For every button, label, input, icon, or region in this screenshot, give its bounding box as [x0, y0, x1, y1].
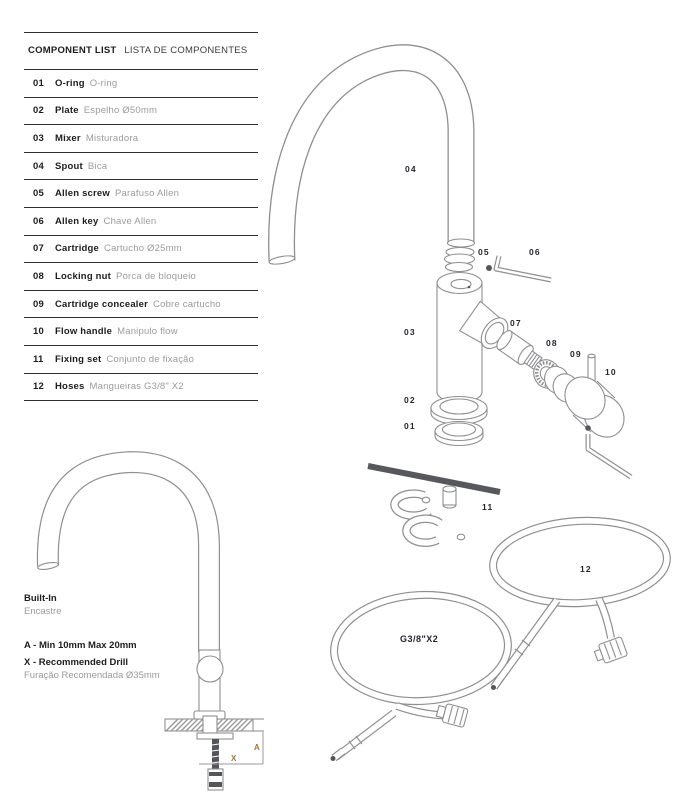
part-number: 08 — [33, 270, 44, 282]
part-name-en: Spout — [55, 160, 83, 172]
part-number: 02 — [33, 105, 44, 117]
part-name-en: Cartridge concealer — [55, 298, 149, 310]
part-label-03: 03 — [404, 327, 416, 337]
allen-key-drawing — [493, 255, 552, 283]
hose-left-drawing — [330, 590, 512, 762]
part-name-pt: Bica — [87, 160, 108, 172]
part-number: 03 — [33, 132, 44, 144]
dimension-a-note: A - Min 10mm Max 20mm — [24, 640, 137, 651]
part-name-en: Flow handle — [55, 326, 113, 338]
part-name-en: Locking nut — [55, 270, 112, 282]
allen-screw-drawing — [486, 265, 492, 271]
component-list-title-pt: LISTA DE COMPONENTES — [124, 45, 248, 56]
part-name-en: O-ring — [55, 77, 85, 89]
spout-drawing — [268, 44, 476, 265]
cartridge-drawing — [458, 300, 551, 375]
part-number: 07 — [33, 243, 44, 255]
o-ring-drawing — [434, 420, 484, 447]
dimension-label-x: X — [231, 754, 237, 763]
component-row: 01 O-ring O-ring — [24, 69, 258, 97]
part-label-07: 07 — [510, 318, 522, 328]
hose-right-drawing — [489, 516, 671, 690]
part-name-en: Fixing set — [55, 353, 102, 365]
part-name-pt: Chave Allen — [103, 215, 157, 227]
part-number: 11 — [33, 353, 44, 365]
part-number: 06 — [33, 215, 44, 227]
component-row: 03 Mixer Misturadora — [24, 124, 258, 152]
component-list-title: COMPONENT LIST LISTA DE COMPONENTES — [28, 44, 258, 58]
part-name-en: Plate — [55, 105, 79, 117]
part-labels: 04 05 06 03 07 08 09 10 02 01 11 12 G3/8… — [231, 164, 617, 763]
component-row: 12 Hoses Mangueiras G3/8" X2 — [24, 372, 258, 402]
part-name-pt: Espelho Ø50mm — [83, 105, 158, 117]
part-label-10: 10 — [605, 367, 617, 377]
part-label-12: 12 — [580, 564, 592, 574]
part-label-05: 05 — [478, 247, 490, 257]
handle-allen-key-drawing — [585, 434, 633, 480]
part-name-pt: O-ring — [89, 77, 118, 89]
part-name-en: Mixer — [55, 132, 81, 144]
component-list-rows: 01 O-ring O-ring 02 Plate Espelho Ø50mm … — [24, 69, 258, 402]
plate-drawing — [430, 395, 488, 426]
part-name-en: Cartridge — [55, 243, 100, 255]
component-list-title-en: COMPONENT LIST — [28, 45, 117, 56]
built-in-title-en: Built-In — [24, 593, 57, 604]
part-name-pt: Misturadora — [85, 132, 139, 144]
built-in-title-pt: Encastre — [24, 606, 62, 617]
dimension-x-note-pt: Furação Recomendada Ø35mm — [24, 670, 160, 681]
part-number: 04 — [33, 160, 44, 172]
part-name-pt: Manipulo flow — [117, 326, 178, 338]
part-label-01: 01 — [404, 421, 416, 431]
component-row: 07 Cartridge Cartucho Ø25mm — [24, 234, 258, 263]
part-label-08: 08 — [546, 338, 558, 348]
part-number: 10 — [33, 326, 44, 338]
dimension-lines — [199, 732, 264, 765]
component-row: 04 Spout Bica — [24, 151, 258, 180]
part-number: 01 — [33, 77, 44, 89]
flow-handle-drawing — [564, 353, 625, 438]
component-row: 06 Allen key Chave Allen — [24, 206, 258, 235]
dimension-x-note: X - Recommended Drill — [24, 657, 128, 668]
component-row: 08 Locking nut Porca de bloqueio — [24, 262, 258, 290]
component-row: 10 Flow handle Manipulo flow — [24, 317, 258, 345]
component-list-panel: COMPONENT LIST LISTA DE COMPONENTES 01 O… — [24, 32, 258, 402]
part-label-06: 06 — [529, 247, 541, 257]
part-label-02: 02 — [404, 395, 416, 405]
dimension-label-a: A — [254, 743, 260, 752]
spout-connector-rings — [443, 246, 476, 273]
part-name-en: Allen key — [55, 215, 99, 227]
component-row: 02 Plate Espelho Ø50mm — [24, 96, 258, 125]
part-name-pt: Cartucho Ø25mm — [104, 243, 182, 255]
part-name-pt: Cobre cartucho — [153, 298, 221, 310]
top-rule — [24, 32, 258, 33]
part-name-pt: Conjunto de fixação — [106, 353, 195, 365]
part-label-09: 09 — [570, 349, 582, 359]
part-name-en: Hoses — [55, 381, 85, 393]
part-label-11: 11 — [482, 502, 493, 512]
part-number: 09 — [33, 298, 44, 310]
built-in-notes: Built-In Encastre A - Min 10mm Max 20mm … — [24, 592, 160, 682]
fixing-set-drawing — [367, 463, 501, 547]
part-number: 12 — [33, 381, 44, 393]
hose-spec-label: G3/8"X2 — [400, 634, 438, 644]
part-name-pt: Mangueiras G3/8" X2 — [89, 381, 184, 393]
part-number: 05 — [33, 188, 44, 200]
handle-screw-drawing — [585, 425, 591, 431]
part-name-pt: Porca de bloqueio — [116, 270, 197, 282]
mixer-body-drawing — [436, 271, 483, 404]
built-in-view-drawing — [36, 451, 264, 791]
component-row: 05 Allen screw Parafuso Allen — [24, 179, 258, 207]
component-row: 09 Cartridge concealer Cobre cartucho — [24, 289, 258, 318]
component-row: 11 Fixing set Conjunto de fixação — [24, 344, 258, 373]
part-name-en: Allen screw — [55, 188, 111, 200]
part-label-04: 04 — [405, 164, 417, 174]
part-name-pt: Parafuso Allen — [115, 188, 180, 200]
